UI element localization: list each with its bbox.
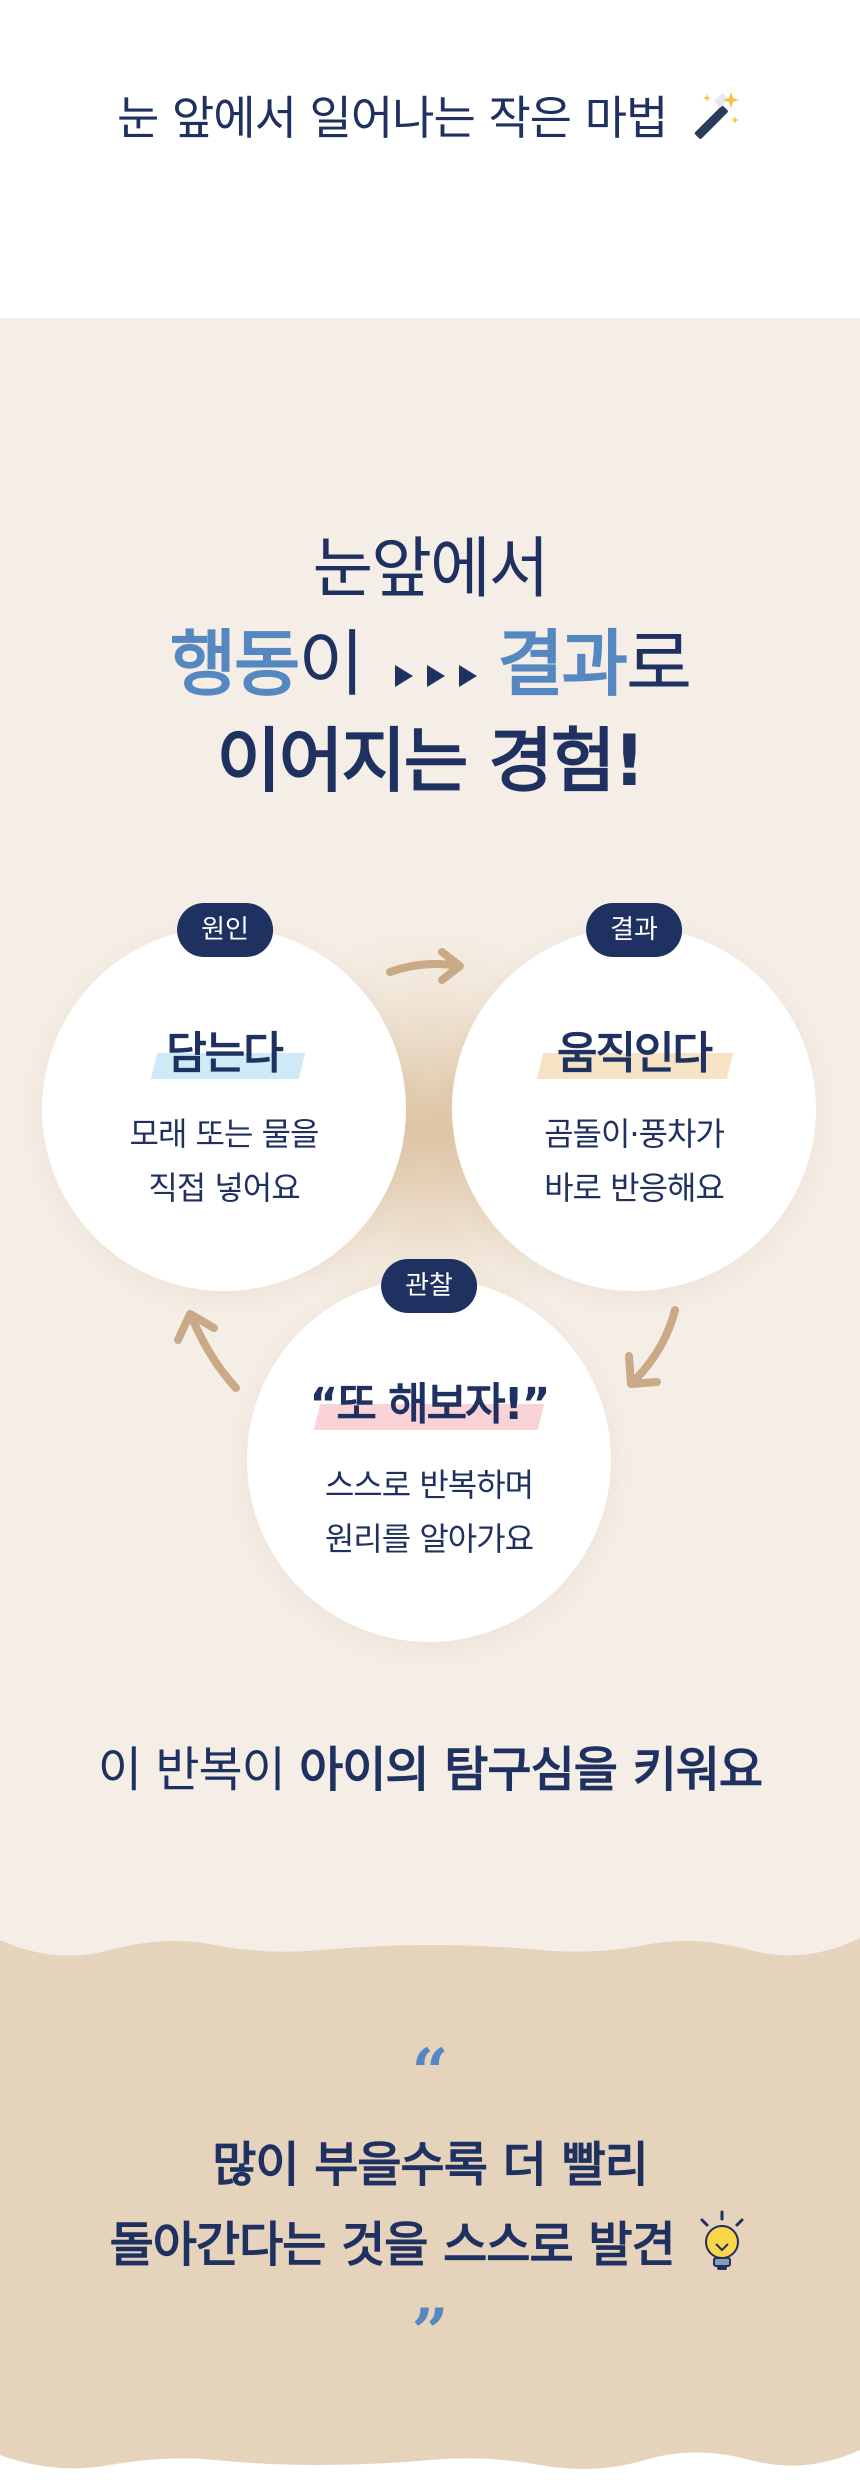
triple-arrow-icon xyxy=(393,622,483,706)
cause-card: 담는다 모래 또는 물을 직접 넣어요 xyxy=(42,927,406,1291)
quote-line-2: 돌아간다는 것을 스스로 발견 xyxy=(0,2205,860,2286)
arrow-right-icon xyxy=(386,948,464,984)
result-desc-2: 바로 반응해요 xyxy=(544,1169,725,1207)
observe-title: “또 해보자!” xyxy=(309,1379,551,1430)
observe-card: “또 해보자!” 스스로 반복하며 원리를 알아가요 xyxy=(247,1278,611,1642)
result-title: 움직인다 xyxy=(452,1017,816,1081)
arrow-down-left-icon xyxy=(625,1306,679,1388)
quote-close-mark: ” xyxy=(411,2295,449,2370)
cause-desc-2: 직접 넣어요 xyxy=(148,1169,300,1207)
headline-result: 결과 xyxy=(497,622,627,706)
headline-particle-2: 로 xyxy=(625,622,692,706)
result-desc-1: 곰돌이·풍차가 xyxy=(544,1115,725,1153)
page-title: 눈 앞에서 일어나는 작은 마법 xyxy=(0,82,860,155)
headline-action: 행동 xyxy=(169,622,300,706)
cause-badge: 원인 xyxy=(177,903,273,957)
headline-particle-1: 이 xyxy=(298,622,364,706)
quote-line-1: 많이 부을수록 더 빨리 xyxy=(212,2137,649,2193)
headline-line-1: 눈앞에서 xyxy=(312,530,550,607)
headline-line-2: 행동이 결과로 xyxy=(0,605,860,716)
result-card: 움직인다 곰돌이·풍차가 바로 반응해요 xyxy=(452,927,816,1291)
cause-desc-1: 모래 또는 물을 xyxy=(129,1115,320,1153)
summary-text: 이 반복이 아이의 탐구심을 키워요 xyxy=(97,1742,763,1798)
observe-desc-1: 스스로 반복하며 xyxy=(324,1466,534,1504)
observe-badge: 관찰 xyxy=(381,1259,477,1313)
arrow-up-left-icon xyxy=(174,1310,240,1392)
quote-open-mark: “ xyxy=(411,2035,449,2110)
headline-line-3: 이어지는 경험! xyxy=(216,720,646,802)
top-section: 눈 앞에서 일어나는 작은 마법 xyxy=(0,0,860,318)
cause-title: 담는다 xyxy=(42,1017,406,1081)
observe-desc-2: 원리를 알아가요 xyxy=(324,1520,534,1558)
page-title-text: 눈 앞에서 일어나는 작은 마법 xyxy=(117,91,668,145)
quote-section-background xyxy=(0,1938,860,2469)
lightbulb-icon xyxy=(694,2210,750,2286)
magic-wand-icon xyxy=(687,88,743,155)
result-badge: 결과 xyxy=(586,903,682,957)
